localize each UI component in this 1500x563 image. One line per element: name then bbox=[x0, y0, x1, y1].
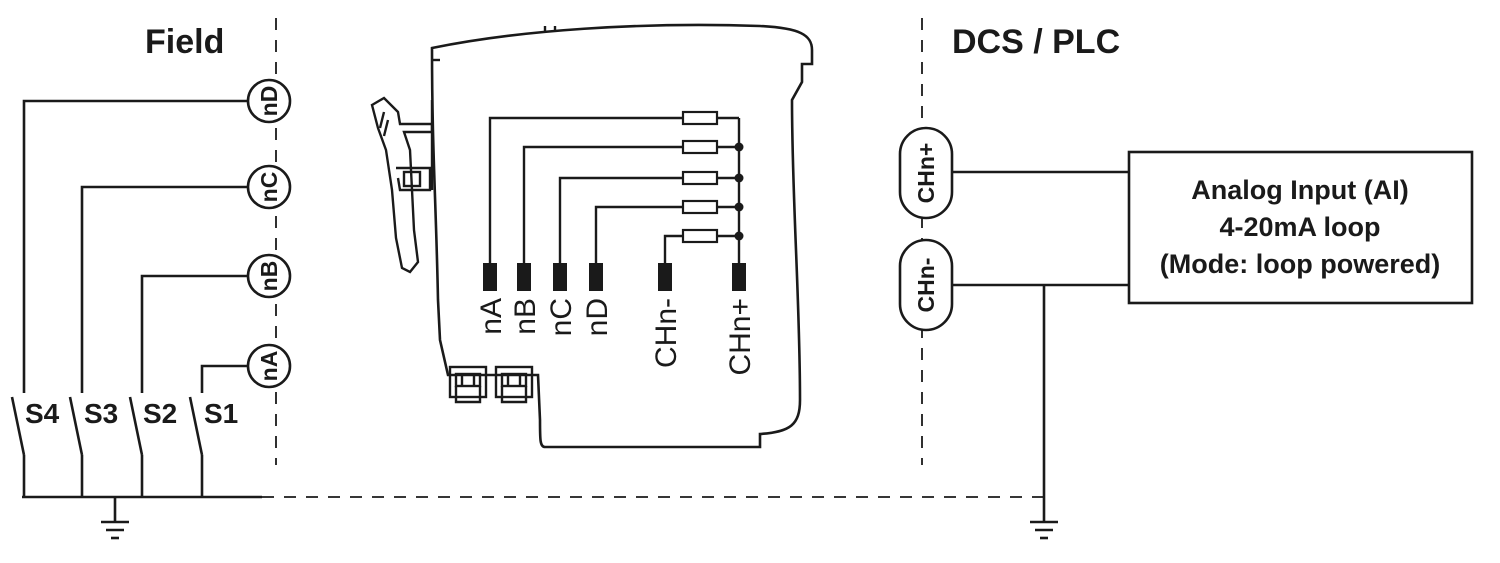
pin-chn-minus bbox=[658, 263, 672, 291]
junction-dot bbox=[734, 173, 744, 183]
field-terminal-na: nA bbox=[246, 343, 292, 389]
dcs-terminal-chn-plus: CHn+ bbox=[898, 126, 954, 220]
switch-label-s1: S1 bbox=[204, 398, 238, 429]
analog-input-loop: 4-20mA loop bbox=[1219, 212, 1380, 242]
bottom-connector-left bbox=[448, 365, 488, 404]
switch-s4-circuit bbox=[10, 99, 248, 497]
junction-dot bbox=[734, 142, 744, 152]
resistor-2 bbox=[681, 139, 719, 155]
switch-s3-circuit bbox=[68, 185, 248, 497]
pin-label-chn-minus: CHn- bbox=[650, 298, 683, 368]
dcs-terminal-chn-minus: CHn- bbox=[898, 238, 954, 332]
dcs-section-title: DCS / PLC bbox=[952, 23, 1120, 61]
junction-dot bbox=[734, 231, 744, 241]
analog-input-mode: (Mode: loop powered) bbox=[1160, 249, 1440, 279]
field-ground-symbol bbox=[101, 497, 129, 540]
analog-input-box bbox=[1127, 150, 1474, 305]
dcs-terminal-chn-minus-label: CHn- bbox=[913, 258, 939, 313]
field-terminal-nb-label: nB bbox=[256, 261, 282, 292]
din-rail-clip-icon bbox=[370, 96, 434, 274]
pin-label-nb: nB bbox=[509, 298, 542, 335]
resistor-5 bbox=[681, 228, 719, 244]
field-terminal-na-label: nA bbox=[256, 351, 282, 382]
resistor-1 bbox=[681, 110, 719, 126]
field-terminal-nc: nC bbox=[246, 164, 292, 210]
analog-input-title: Analog Input (AI) bbox=[1191, 175, 1408, 205]
switch-s1-circuit bbox=[188, 364, 248, 497]
switch-label-s4: S4 bbox=[25, 398, 60, 429]
switch-label-s2: S2 bbox=[143, 398, 177, 429]
switch-label-s3: S3 bbox=[84, 398, 118, 429]
bottom-connector-right bbox=[494, 365, 534, 404]
isolator-module bbox=[430, 23, 814, 449]
pin-label-na: nA bbox=[475, 298, 508, 335]
field-terminal-nc-label: nC bbox=[256, 172, 282, 203]
pin-na bbox=[483, 263, 497, 291]
junction-dot bbox=[734, 202, 744, 212]
pin-label-chn-plus: CHn+ bbox=[724, 298, 757, 376]
dcs-ground-symbol bbox=[1030, 520, 1058, 540]
field-terminal-nd: nD bbox=[246, 78, 292, 124]
pin-label-nc: nC bbox=[545, 298, 578, 336]
field-terminal-nd-label: nD bbox=[256, 86, 282, 117]
dcs-terminal-chn-plus-label: CHn+ bbox=[913, 143, 939, 204]
switch-s2-circuit bbox=[128, 274, 248, 497]
resistor-4 bbox=[681, 199, 719, 215]
pin-nb bbox=[517, 263, 531, 291]
pin-label-nd: nD bbox=[581, 298, 614, 336]
pin-chn-plus bbox=[732, 263, 746, 291]
field-section-title: Field bbox=[145, 23, 224, 61]
pin-nc bbox=[553, 263, 567, 291]
field-terminal-nb: nB bbox=[246, 253, 292, 299]
pin-nd bbox=[589, 263, 603, 291]
resistor-3 bbox=[681, 170, 719, 186]
